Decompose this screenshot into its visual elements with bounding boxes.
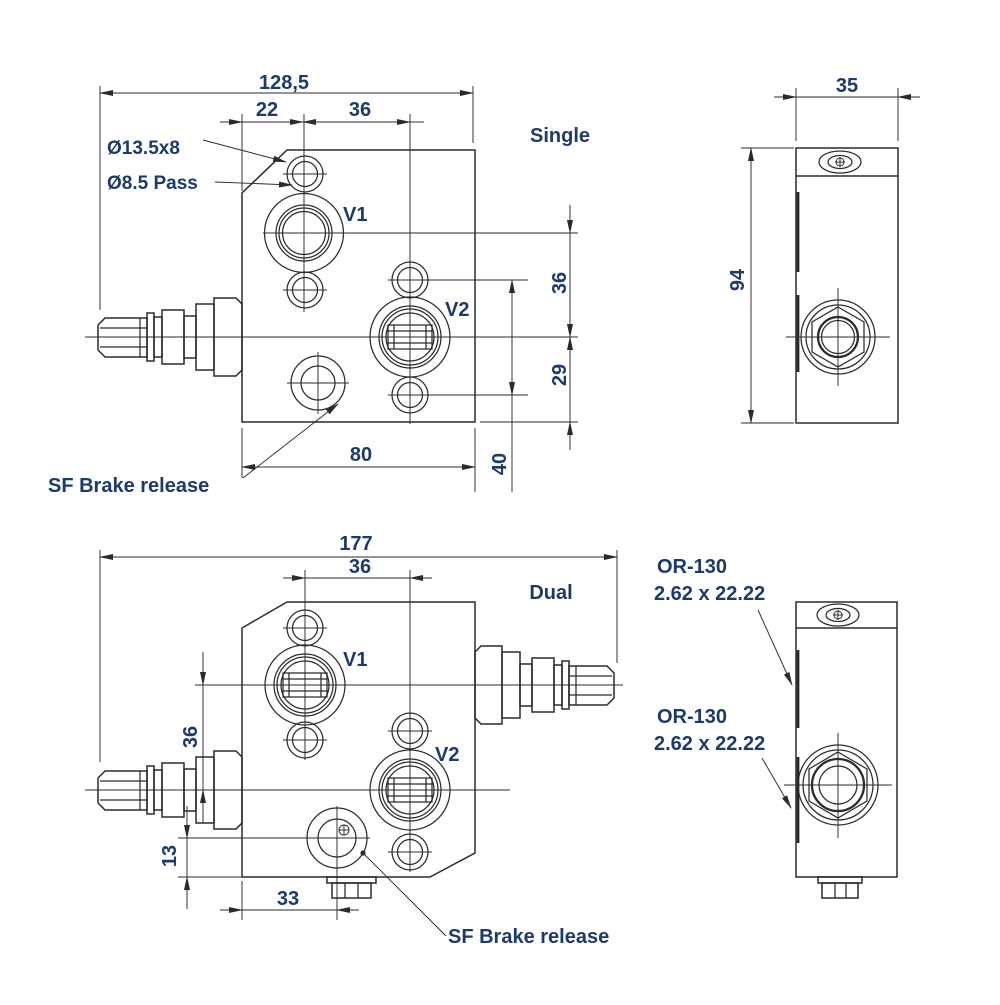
- single-callouts: Ø13.5x8 Ø8.5 Pass SF Brake release Singl…: [48, 125, 590, 497]
- single-v1-port: [263, 192, 345, 274]
- single-front-view: 128,5 22 36 36 29 40 80: [48, 72, 590, 497]
- v2-label-dual: V2: [435, 744, 459, 766]
- dual-side-view: OR-130 2.62 x 22.22 OR-130 2.62 x 22.22: [654, 556, 898, 899]
- dim-v1-v2-vertical-single: 36: [549, 272, 571, 294]
- single-centerlines: [85, 114, 578, 424]
- dual-dimensions: 177 36 36 13 33: [99, 533, 618, 913]
- dim-height: 94: [727, 268, 749, 291]
- variant-label-dual: Dual: [529, 582, 572, 604]
- dim-brake-to-bottom: 13: [159, 845, 181, 867]
- dim-v1-v2-vertical-dual: 36: [180, 726, 202, 748]
- single-block-outline: [241, 149, 476, 423]
- dim-bolt-span: 40: [489, 453, 511, 475]
- single-side-outline: [795, 147, 899, 424]
- counterbore-label: Ø13.5x8: [107, 138, 180, 159]
- dual-bolt-hole-v2-bottom: [391, 833, 429, 871]
- single-side-top-screw: [818, 150, 862, 174]
- single-v2-port: [369, 296, 451, 378]
- dual-side-outline: [795, 601, 898, 878]
- dim-v1-to-v2-single: 36: [349, 99, 371, 121]
- variant-label-single: Single: [530, 125, 590, 147]
- oring-1-size: 2.62 x 22.22: [654, 583, 765, 605]
- dual-bolt-hole-top: [286, 609, 324, 647]
- single-bolt-hole-top: [286, 155, 324, 193]
- dual-side-top-screw: [816, 603, 860, 627]
- dim-overall-width-dual: 177: [339, 533, 372, 555]
- dim-edge-to-brake: 33: [277, 888, 299, 910]
- dim-overall-width-single: 128,5: [259, 72, 309, 94]
- brake-release-label-dual: SF Brake release: [448, 926, 609, 948]
- single-brake-release-port: [290, 355, 346, 411]
- v1-label-single: V1: [343, 204, 367, 226]
- single-side-cartridge-nut: [786, 288, 890, 386]
- v1-label-dual: V1: [343, 649, 367, 671]
- v2-label-single: V2: [445, 299, 469, 321]
- dual-v2-port: [369, 749, 451, 831]
- oring-callouts: OR-130 2.62 x 22.22 OR-130 2.62 x 22.22: [654, 556, 793, 809]
- brake-release-label-single: SF Brake release: [48, 475, 209, 497]
- dual-callouts: Dual V1 V2 SF Brake release: [343, 582, 609, 948]
- single-dimensions: 128,5 22 36 36 29 40 80: [99, 72, 578, 492]
- through-hole-label: Ø8.5 Pass: [107, 173, 198, 194]
- dual-brake-release-port: [306, 807, 368, 869]
- dim-block-width: 80: [350, 444, 372, 466]
- dual-bolt-hole-mid: [286, 721, 324, 759]
- dual-v1-port: [264, 644, 346, 726]
- dim-v2-to-bottom: 29: [549, 364, 571, 386]
- oring-2-name: OR-130: [657, 706, 727, 728]
- single-side-view: 35 94: [727, 75, 920, 424]
- single-bolt-hole-v2-top: [391, 261, 429, 299]
- dual-side-cartridge-nut: [784, 733, 892, 838]
- single-side-dimensions: 35 94: [727, 75, 920, 424]
- dual-bolt-hole-v2-top: [391, 712, 429, 750]
- dual-side-bottom-plug: [817, 876, 863, 899]
- dual-centerlines: [85, 570, 623, 920]
- dim-depth: 35: [836, 75, 858, 97]
- oring-2-size: 2.62 x 22.22: [654, 733, 765, 755]
- oring-1-name: OR-130: [657, 556, 727, 578]
- dim-v1-to-v2-dual: 36: [349, 556, 371, 578]
- dual-cartridge-right: [474, 645, 615, 725]
- dual-bottom-plug: [326, 876, 377, 899]
- dim-edge-to-v1: 22: [256, 99, 278, 121]
- dual-front-view: 177 36 36 13 33 Dual V1 V2 SF Brak: [85, 533, 623, 948]
- dual-block-outline: [241, 601, 476, 878]
